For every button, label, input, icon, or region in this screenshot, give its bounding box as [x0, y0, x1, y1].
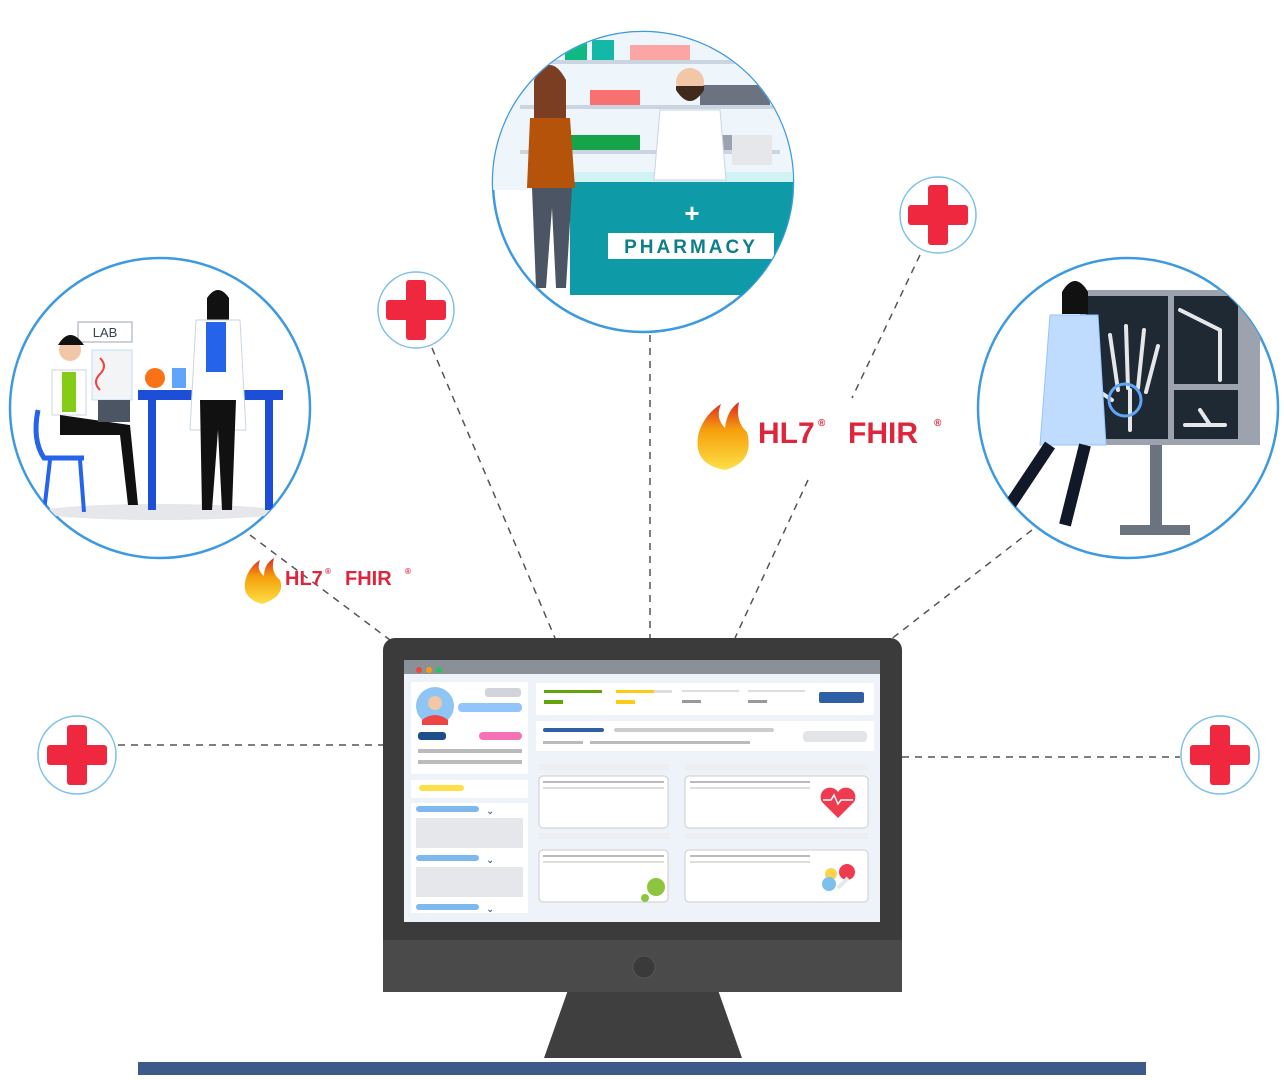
cross-badge-3: [37, 715, 117, 795]
hl7-fhir-logo-small: HL7 ® FHIR ®: [244, 558, 411, 604]
cross-badge-2: [899, 176, 977, 254]
pills-icon: [822, 864, 855, 891]
svg-text:⌄: ⌄: [486, 904, 494, 915]
registered-mark: ®: [325, 567, 331, 576]
registered-mark: ®: [818, 418, 826, 429]
monitor-power-button: [632, 955, 656, 979]
connector-lines: [118, 254, 1180, 758]
fhir-text: FHIR: [848, 417, 918, 450]
registered-mark: ®: [934, 418, 942, 429]
monitor: ⌄ ⌄ ⌄: [138, 638, 1146, 1075]
fhir-text: FHIR: [345, 568, 392, 590]
cross-badge-1: [377, 271, 455, 349]
hl7-fhir-logo-large: HL7 ® FHIR ®: [697, 402, 942, 470]
connector-lab: [249, 534, 391, 641]
connector-fhir: [734, 479, 809, 639]
svg-text:⌄: ⌄: [486, 855, 494, 866]
monitor-screen: ⌄ ⌄ ⌄: [404, 660, 880, 922]
connector-cross-left: [431, 347, 556, 639]
hl7-text: HL7: [758, 417, 815, 450]
flame-icon: [244, 558, 282, 604]
hl7-text: HL7: [285, 568, 323, 590]
svg-text:⌄: ⌄: [486, 806, 494, 817]
connector-xray: [889, 529, 1033, 641]
lab-circle: LAB: [8, 256, 312, 560]
pharmacy-circle: + PHARMACY: [491, 30, 795, 334]
flame-icon: [697, 402, 749, 470]
pharmacy-label: PHARMACY: [624, 237, 758, 258]
pharmacy-cross: +: [684, 198, 699, 228]
cross-badge-4: [1180, 715, 1260, 795]
monitor-stand: [544, 990, 742, 1058]
xray-circle: [976, 256, 1280, 560]
lab-label: LAB: [93, 325, 118, 340]
connector-cross-right-top: [851, 254, 921, 399]
registered-mark: ®: [405, 567, 411, 576]
desk-bar: [138, 1062, 1146, 1075]
